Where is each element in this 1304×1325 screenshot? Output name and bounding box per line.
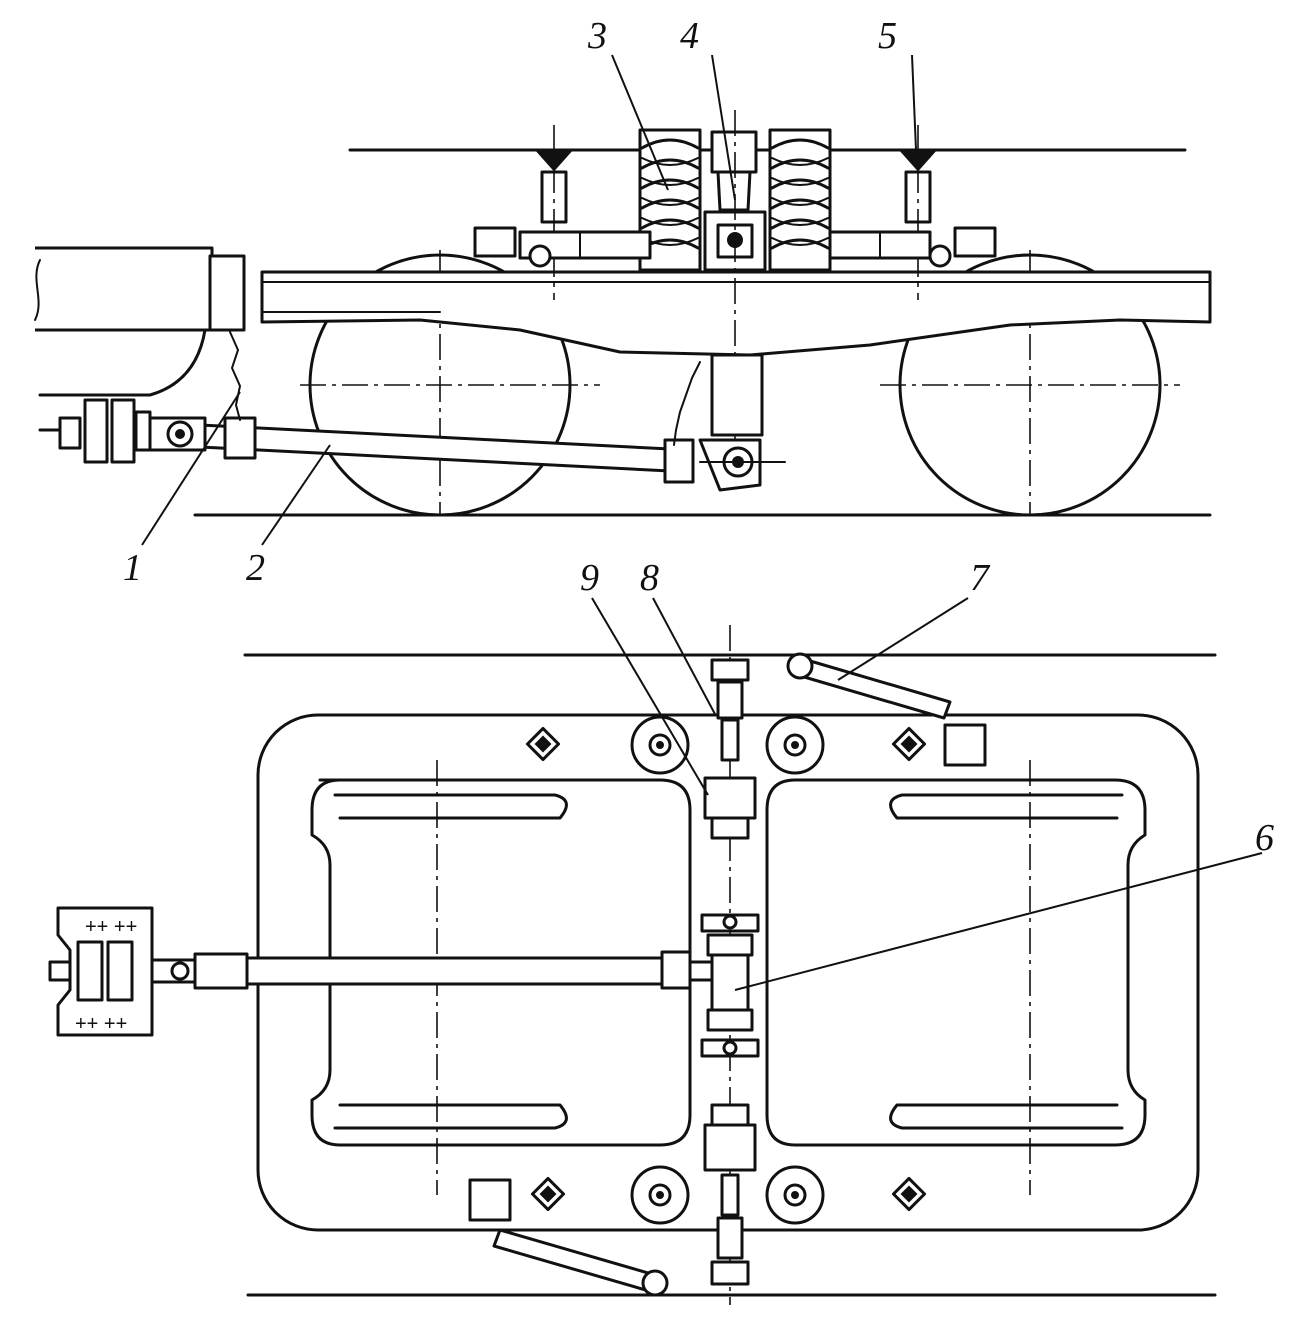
frame-window-right bbox=[765, 778, 1147, 1147]
damper-bracket-lower bbox=[468, 1178, 512, 1222]
callout-3: 3 bbox=[587, 15, 607, 57]
spring-right bbox=[768, 128, 832, 272]
bogie-frame bbox=[260, 270, 1212, 357]
adjacent-frame-end bbox=[208, 254, 246, 332]
side-view bbox=[34, 110, 1212, 517]
horizontal-damper-right bbox=[828, 226, 997, 268]
spring-seat-tl bbox=[630, 715, 690, 775]
vertical-damper-right bbox=[899, 125, 937, 300]
traction-rod-plan bbox=[148, 950, 714, 990]
leader-lines bbox=[141, 54, 1263, 991]
plan-view: ++ ++ ++ ++ bbox=[48, 625, 1217, 1305]
vertical-damper-left bbox=[535, 125, 573, 300]
traction-rod-side bbox=[146, 416, 695, 484]
spring-seat-tr bbox=[765, 715, 825, 775]
pivot-link bbox=[710, 353, 764, 437]
svg-text:++ ++: ++ ++ bbox=[85, 916, 137, 938]
damper-mount-bl bbox=[530, 1176, 566, 1212]
central-pivot-plan bbox=[700, 913, 760, 1058]
horizontal-damper-left bbox=[473, 226, 652, 268]
callout-2: 2 bbox=[246, 547, 265, 589]
callout-6: 6 bbox=[1255, 817, 1274, 859]
damper-mount-br bbox=[891, 1176, 927, 1212]
callout-1: 1 bbox=[123, 547, 142, 589]
damper-upper-diagonal bbox=[786, 652, 987, 767]
bushing-stack-side bbox=[38, 398, 152, 464]
axlebox-guide-br bbox=[889, 1103, 1124, 1130]
callout-7: 7 bbox=[970, 557, 991, 599]
axlebox-guide-tl bbox=[333, 793, 568, 820]
frame-window-left bbox=[310, 778, 692, 1147]
damper-mount-tr bbox=[891, 726, 927, 762]
axlebox-guide-tr bbox=[889, 793, 1124, 820]
svg-text:++ ++: ++ ++ bbox=[75, 1013, 127, 1035]
callout-8: 8 bbox=[640, 557, 659, 599]
damper-mount-tl bbox=[525, 726, 561, 762]
callout-5: 5 bbox=[878, 15, 897, 57]
callout-9: 9 bbox=[580, 557, 599, 599]
adjacent-frame bbox=[35, 246, 214, 332]
damper-bracket-upper bbox=[943, 723, 987, 767]
callout-4: 4 bbox=[680, 15, 699, 57]
pivot-upper-block bbox=[710, 130, 758, 174]
axlebox-guide-bl bbox=[333, 1103, 568, 1130]
safety-chain-center bbox=[673, 361, 701, 446]
safety-chain-left bbox=[229, 331, 241, 421]
bracket-plan: ++ ++ ++ ++ bbox=[48, 906, 154, 1037]
lateral-damper-upper bbox=[703, 658, 757, 840]
lateral-damper-lower bbox=[703, 1103, 757, 1286]
spring-seat-bl bbox=[630, 1165, 690, 1225]
spring-seat-br bbox=[765, 1165, 825, 1225]
damper-lower-diagonal bbox=[468, 1178, 669, 1297]
